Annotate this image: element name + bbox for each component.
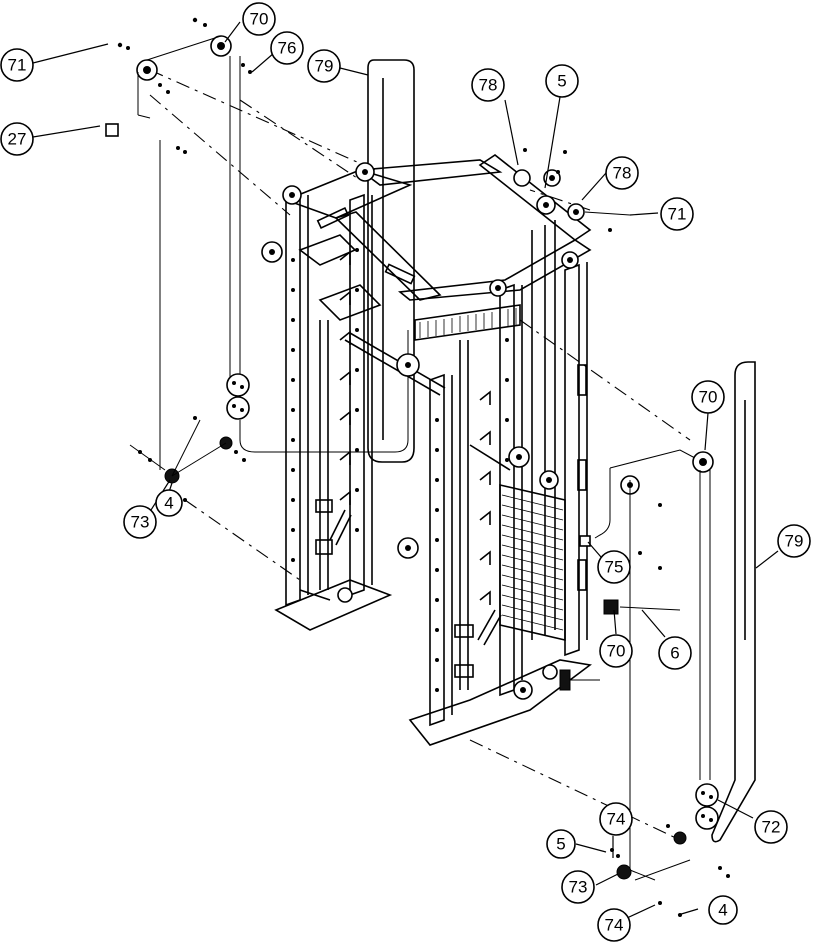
pulley-left-mid-b	[226, 396, 250, 420]
svg-text:78: 78	[479, 76, 498, 95]
callout-71-right: 71	[660, 197, 694, 231]
callout-5-bottom: 5	[546, 829, 576, 859]
frame-right-pulleys	[489, 251, 579, 700]
svg-text:27: 27	[8, 130, 27, 149]
spacer-27	[105, 123, 119, 137]
callout-79-right: 79	[777, 524, 811, 558]
leaders	[32, 21, 779, 919]
svg-text:76: 76	[278, 39, 297, 58]
callout-76: 76	[270, 31, 304, 65]
pulley-78a	[513, 169, 531, 187]
svg-text:72: 72	[762, 818, 781, 837]
svg-text:71: 71	[8, 56, 27, 75]
svg-text:78: 78	[613, 164, 632, 183]
svg-text:74: 74	[607, 810, 626, 829]
callout-74-top: 74	[599, 802, 633, 836]
callout-5-top: 5	[545, 64, 579, 98]
svg-text:4: 4	[164, 494, 173, 513]
svg-text:70: 70	[250, 10, 269, 29]
explode-lines	[149, 69, 691, 841]
frame-left-pulleys	[261, 162, 420, 603]
callout-27: 27	[0, 122, 34, 156]
svg-text:5: 5	[556, 835, 565, 854]
shroud-left	[367, 59, 415, 463]
svg-text:79: 79	[785, 532, 804, 551]
frame-right-holes	[435, 338, 509, 692]
svg-text:75: 75	[605, 558, 624, 577]
callout-70-top: 70	[242, 2, 276, 36]
frame-left-tower	[274, 159, 503, 631]
svg-text:79: 79	[315, 57, 334, 76]
shroud-right	[711, 361, 756, 843]
svg-text:73: 73	[131, 513, 150, 532]
weight-stack-hatch	[501, 494, 564, 631]
left-cable-assembly	[105, 17, 409, 502]
svg-text:70: 70	[607, 642, 626, 661]
svg-text:5: 5	[557, 72, 566, 91]
callout-79-left: 79	[307, 49, 341, 83]
frame-left-holes	[291, 248, 359, 562]
callout-74-bottom: 74	[597, 908, 631, 942]
callout-4-bottom: 4	[708, 895, 738, 925]
callout-4-left: 4	[155, 489, 183, 517]
callout-70-right: 70	[691, 380, 725, 414]
callout-78-top: 78	[471, 68, 505, 102]
svg-text:4: 4	[718, 901, 727, 920]
top-right-hardware	[513, 148, 631, 232]
svg-text:70: 70	[699, 388, 718, 407]
svg-text:6: 6	[670, 644, 679, 663]
callout-71-top-left: 71	[0, 48, 34, 82]
callout-73-bottom: 73	[561, 870, 595, 904]
right-cable-assembly	[559, 449, 730, 917]
bumper-73-right	[616, 864, 632, 880]
callout-78-right: 78	[605, 156, 639, 190]
pulley-left-mid-a	[226, 373, 250, 397]
mesh-hatch	[419, 308, 517, 338]
frame-right-tower	[397, 154, 592, 746]
callout-70-bottom: 70	[599, 634, 633, 668]
svg-text:74: 74	[605, 916, 624, 935]
callout-73-left: 73	[123, 505, 157, 539]
callout-72: 72	[754, 810, 788, 844]
callout-75: 75	[597, 550, 631, 584]
callout-6: 6	[658, 636, 692, 670]
svg-text:73: 73	[569, 878, 588, 897]
svg-text:71: 71	[668, 205, 687, 224]
